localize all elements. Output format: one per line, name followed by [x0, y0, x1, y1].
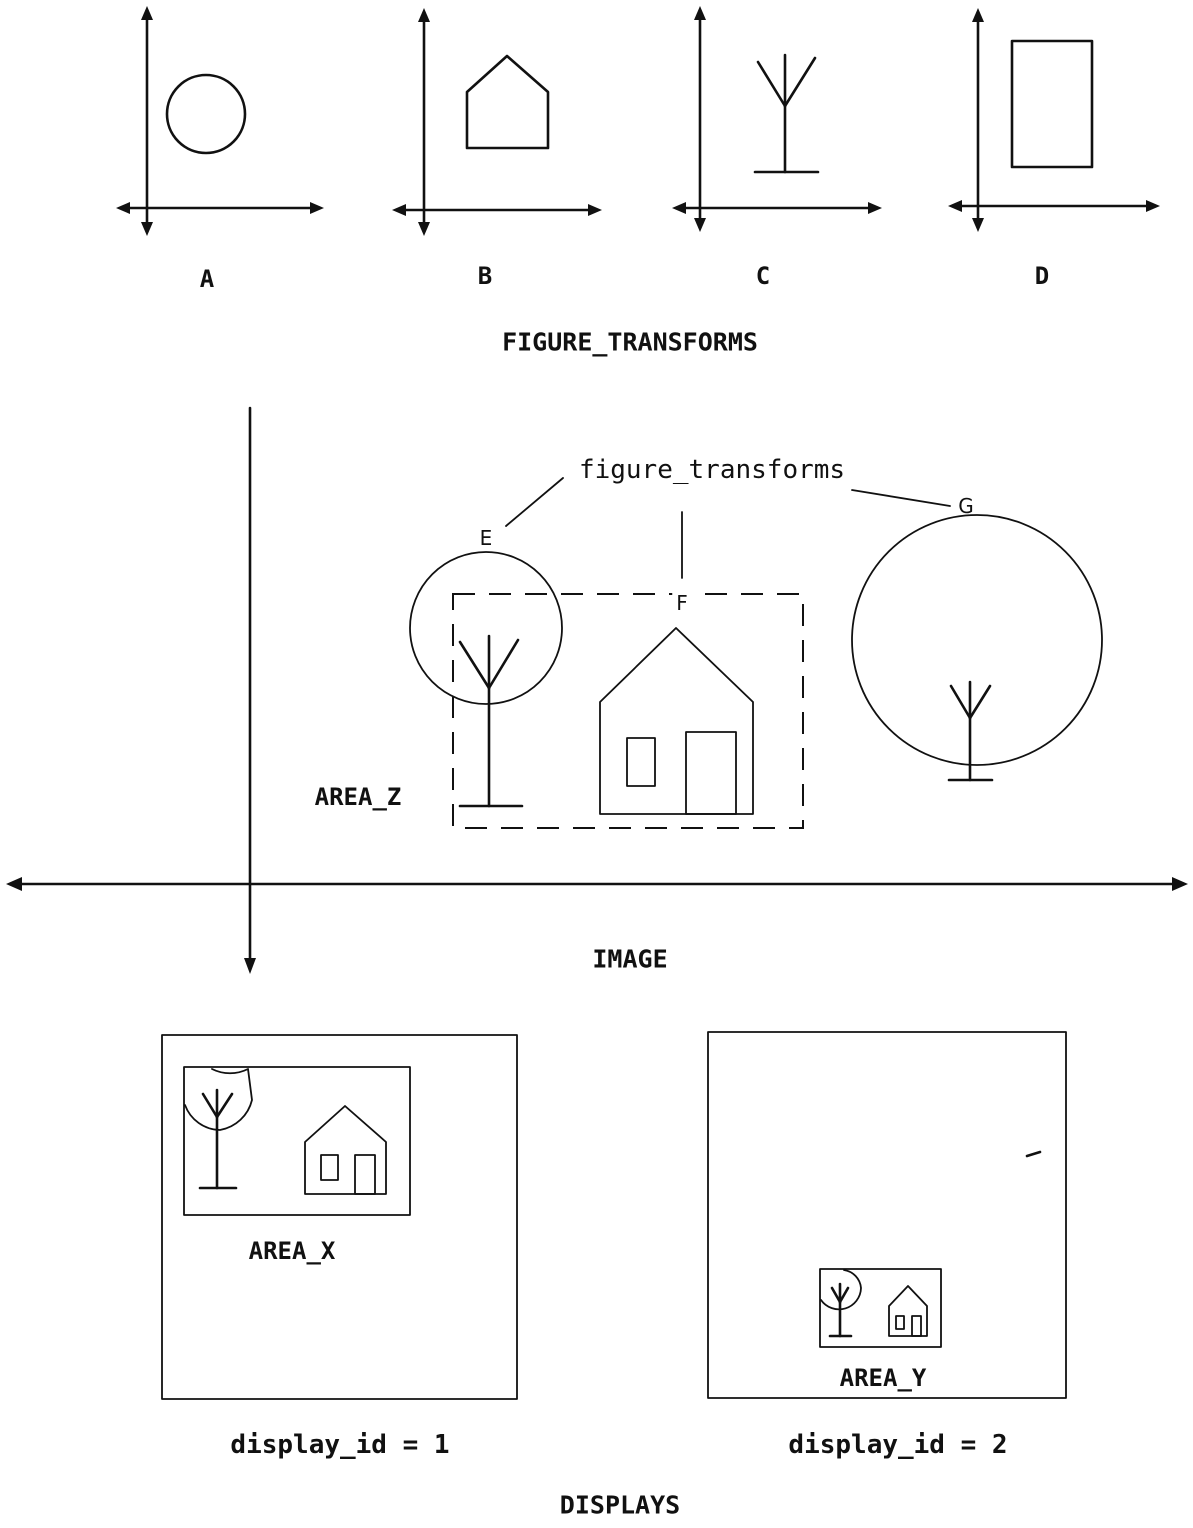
area-x-label: AREA_X: [249, 1237, 336, 1265]
figure-f: [453, 594, 803, 828]
figure-transforms-title: FIGURE_TRANSFORMS: [502, 328, 758, 357]
figure-g: [852, 515, 1102, 780]
panel-a: [116, 6, 324, 236]
displays-title: DISPLAYS: [560, 1491, 680, 1520]
panel-a-label: A: [200, 265, 214, 293]
circle-shape: [167, 75, 245, 153]
panel-a-axes: [116, 6, 324, 236]
panel-c-label: C: [756, 262, 770, 290]
panel-b: [392, 8, 602, 236]
panel-d: [948, 8, 1160, 232]
area-x-frame: [184, 1067, 410, 1215]
area-z-label: AREA_Z: [315, 783, 402, 811]
display-1-caption: display_id = 1: [230, 1430, 449, 1460]
panel-d-label: D: [1035, 262, 1049, 290]
figure-e: [410, 552, 562, 806]
panel-b-label: B: [478, 262, 492, 290]
label-f: F: [672, 591, 692, 615]
image-title: IMAGE: [592, 945, 667, 974]
display-2-caption: display_id = 2: [788, 1430, 1007, 1460]
area-y-frame: [820, 1269, 941, 1347]
display-2: [708, 1032, 1066, 1398]
label-g: G: [958, 494, 974, 518]
tree-shape: [755, 55, 818, 172]
panel-b-axes: [392, 8, 602, 236]
rectangle-shape: [1012, 41, 1092, 167]
callout-leaders: [506, 478, 950, 578]
house-outline-shape: [467, 56, 548, 148]
area-y-label: AREA_Y: [840, 1364, 927, 1392]
image-axes: [6, 408, 1188, 974]
label-e: E: [480, 526, 493, 550]
figure-transforms-callout: figure_transforms: [579, 455, 845, 485]
panel-c: [672, 6, 882, 232]
display-1: [162, 1035, 517, 1399]
panel-c-axes: [672, 6, 882, 232]
